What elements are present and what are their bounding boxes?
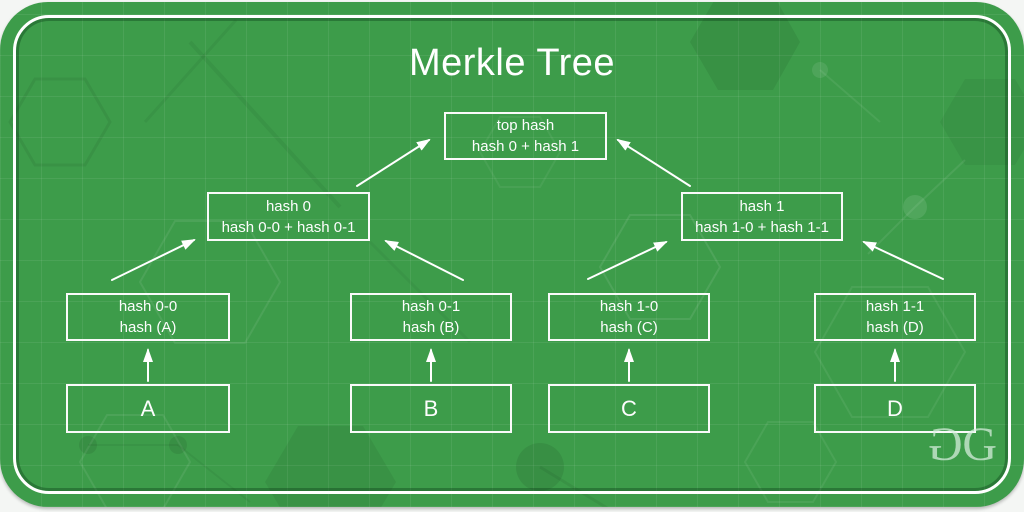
molecule-node [903,195,927,219]
logo-glyph-left: G [932,418,963,471]
node-line: hash 0 [265,197,312,215]
node-line: hash (A) [119,319,177,336]
hexagon-outline [813,286,967,418]
node-line: hash 0 + hash 1 [471,138,580,155]
node-block-b: B [350,384,512,433]
hexagon-filled [940,79,1024,165]
logo-glyph-right: G [962,418,997,471]
hexagon-outline [478,116,562,188]
node-line: D [887,395,903,421]
hexagon-outline [743,421,838,503]
node-line: hash 0-0 + hash 0-1 [221,218,356,236]
hexagon-outline [78,414,192,507]
node-block-a: A [66,384,230,433]
molecule-link [539,465,609,507]
hexagon-outline [598,214,722,320]
molecule-node [169,436,187,454]
geeksforgeeks-logo: GG [932,418,997,471]
node-hash-0: hash 0 hash 0-0 + hash 0-1 [207,192,370,241]
node-line: hash 1-0 + hash 1-1 [695,218,829,236]
hexagon-filled [690,2,800,90]
node-line: hash 1-0 [599,298,659,315]
molecule-link [819,69,881,123]
node-line: B [423,395,439,421]
molecule-node [516,443,564,491]
node-hash-0-1: hash 0-1 hash (B) [350,293,512,341]
hexagon-outline [138,220,282,344]
node-block-d: D [814,384,976,433]
node-line: hash (B) [402,319,460,336]
molecule-node [812,62,828,78]
node-hash-1-0: hash 1-0 hash (C) [548,293,710,341]
molecule-link [867,206,916,255]
node-hash-0-0: hash 0-0 hash (A) [66,293,230,341]
node-line: hash 1 [739,197,785,215]
hexagon-filled [265,426,396,507]
node-line: C [621,395,637,421]
node-line: A [140,395,156,421]
hexagon-outline [8,77,112,167]
deco-line [143,19,238,123]
molecule-link [914,159,966,208]
node-hash-1-1: hash 1-1 hash (D) [814,293,976,341]
node-block-c: C [548,384,710,433]
node-line: top hash [496,117,555,134]
page-title: Merkle Tree [408,42,616,84]
deco-line [188,40,342,209]
molecule-link [177,444,251,503]
molecule-node [79,436,97,454]
node-line: hash 1-1 [865,298,925,315]
node-line: hash (D) [866,319,924,336]
node-line: hash 0-1 [401,298,461,315]
node-hash-1: hash 1 hash 1-0 + hash 1-1 [681,192,843,241]
node-line: hash (C) [600,319,658,336]
node-line: hash 0-0 [118,298,178,315]
node-top-hash: top hash hash 0 + hash 1 [444,112,607,160]
